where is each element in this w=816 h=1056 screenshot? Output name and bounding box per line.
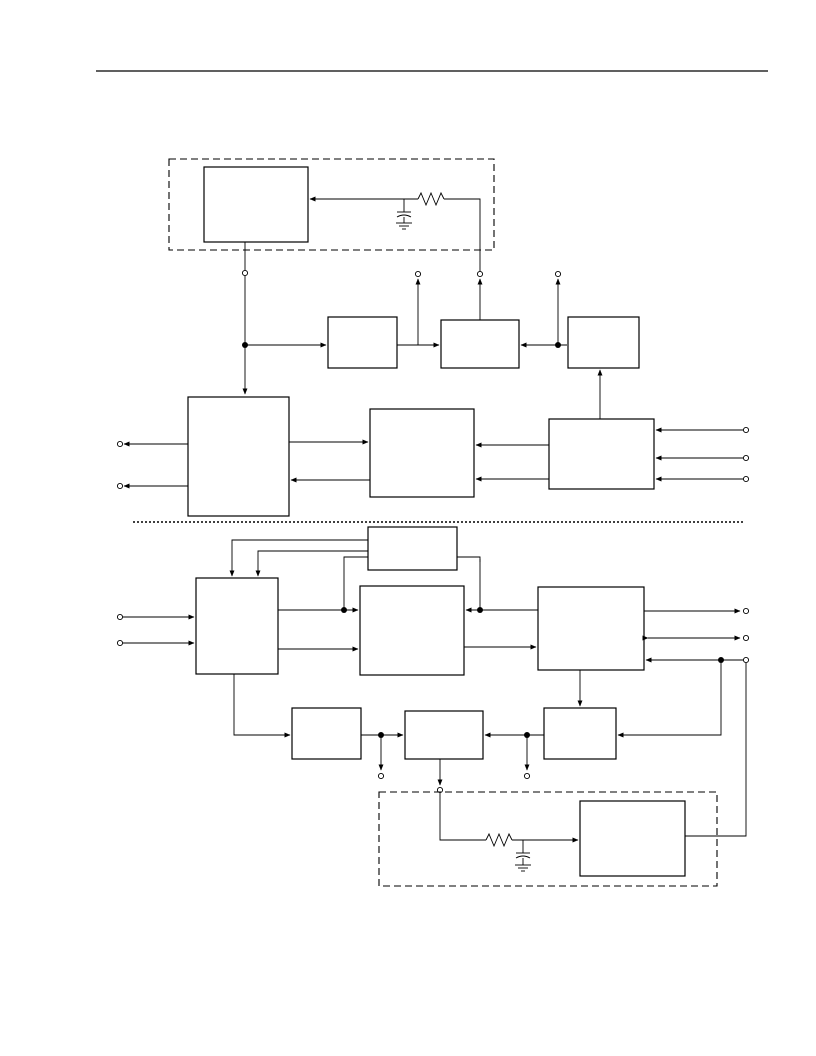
capacitor-plate <box>396 214 412 218</box>
block-c-tap-terminal <box>554 270 562 278</box>
block-d <box>291 707 362 760</box>
block-b-terminal <box>476 270 484 278</box>
left-to-block-d-wire <box>233 674 291 738</box>
input-b-terminal <box>116 639 124 647</box>
input-a-terminal <box>116 613 124 621</box>
resistor-icon <box>485 832 513 848</box>
bottom-loop-dashed-region <box>378 791 718 887</box>
block-d-tap-terminal <box>377 772 385 780</box>
bottom-loop-filter <box>439 793 579 872</box>
input-1-terminal <box>742 426 750 434</box>
block-e <box>404 710 484 760</box>
bottom-filter-wire <box>439 793 486 841</box>
block-b <box>440 319 520 369</box>
block-a <box>327 316 398 369</box>
input-2-terminal <box>742 454 750 462</box>
core-block <box>369 408 475 498</box>
top-loop-controller-block <box>203 166 309 243</box>
top-controller-terminal <box>241 269 249 277</box>
block-a-tap-terminal <box>414 270 422 278</box>
block-f-tap-terminal <box>523 772 531 780</box>
interface-block <box>548 418 655 490</box>
right-output-1-terminal <box>742 607 750 615</box>
top-loop-dashed-region <box>168 158 495 251</box>
top-loop-filter <box>309 191 481 272</box>
center-block <box>359 585 465 676</box>
block-e-terminal <box>436 786 444 794</box>
input-3-terminal <box>742 475 750 483</box>
loop-controller-2-block <box>579 800 686 877</box>
right-block <box>537 586 645 671</box>
loop-controller-2-output-wire <box>685 663 747 837</box>
small-block-right-wire <box>457 556 481 610</box>
block-f <box>543 707 617 760</box>
small-top-block <box>367 526 458 571</box>
mux-output-2-terminal <box>116 482 124 490</box>
right-bidir-terminal <box>742 634 750 642</box>
junction-dot <box>477 607 483 613</box>
resistor-icon <box>417 191 445 207</box>
junction-dot <box>341 607 347 613</box>
mux-output-1-terminal <box>116 440 124 448</box>
feedback-to-block-f-wire <box>617 660 722 738</box>
left-block <box>195 577 279 675</box>
small-block-to-left-wire-1 <box>229 539 368 577</box>
mux-block <box>187 396 290 517</box>
block-c <box>567 316 640 369</box>
right-input-terminal <box>742 656 750 664</box>
small-block-to-left-wire-2 <box>255 550 368 577</box>
capacitor-plate <box>515 855 531 859</box>
small-block-to-center-wire <box>343 556 368 610</box>
top-filter-wire <box>444 198 481 272</box>
